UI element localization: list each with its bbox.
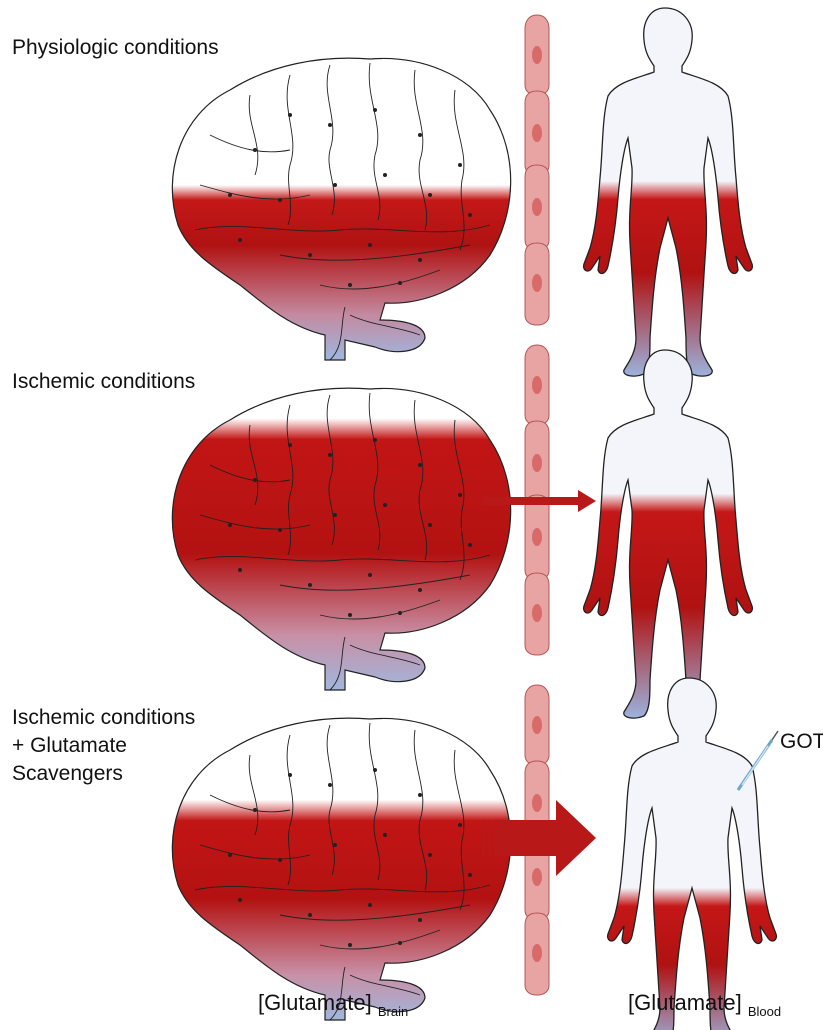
blood-concentration-sub: Blood <box>748 1004 781 1019</box>
row-ischemic-scavengers <box>172 678 778 1030</box>
blood-concentration-main: [Glutamate] <box>628 990 742 1015</box>
brain-concentration-sub: Brain <box>378 1004 408 1019</box>
row-ischemic <box>172 345 752 718</box>
brain-concentration-main: [Glutamate] <box>258 990 372 1015</box>
blood-concentration-label: [Glutamate] Blood <box>628 990 781 1019</box>
row-label-physiologic: Physiologic conditions <box>12 34 219 62</box>
human-body-icon <box>608 678 777 1030</box>
brain-icon <box>172 388 510 690</box>
injection-label: GOT <box>780 730 823 754</box>
brain-icon <box>172 718 510 1020</box>
row-label-ischemic: Ischemic conditions <box>12 368 195 396</box>
endothelial-barrier-icon <box>525 15 549 325</box>
row-label-ischemic-scavengers: Ischemic conditions + Glutamate Scavenge… <box>12 704 195 788</box>
row-label-line: + Glutamate <box>12 732 195 760</box>
brain-concentration-label: [Glutamate] Brain <box>258 990 408 1019</box>
row-label-line: Ischemic conditions <box>12 368 195 396</box>
human-body-icon <box>584 8 753 376</box>
row-label-line: Scavengers <box>12 760 195 788</box>
row-label-line: Ischemic conditions <box>12 704 195 732</box>
row-physiologic <box>172 8 752 376</box>
human-body-icon <box>584 350 753 718</box>
row-label-line: Physiologic conditions <box>12 34 219 62</box>
brain-icon <box>172 58 510 360</box>
